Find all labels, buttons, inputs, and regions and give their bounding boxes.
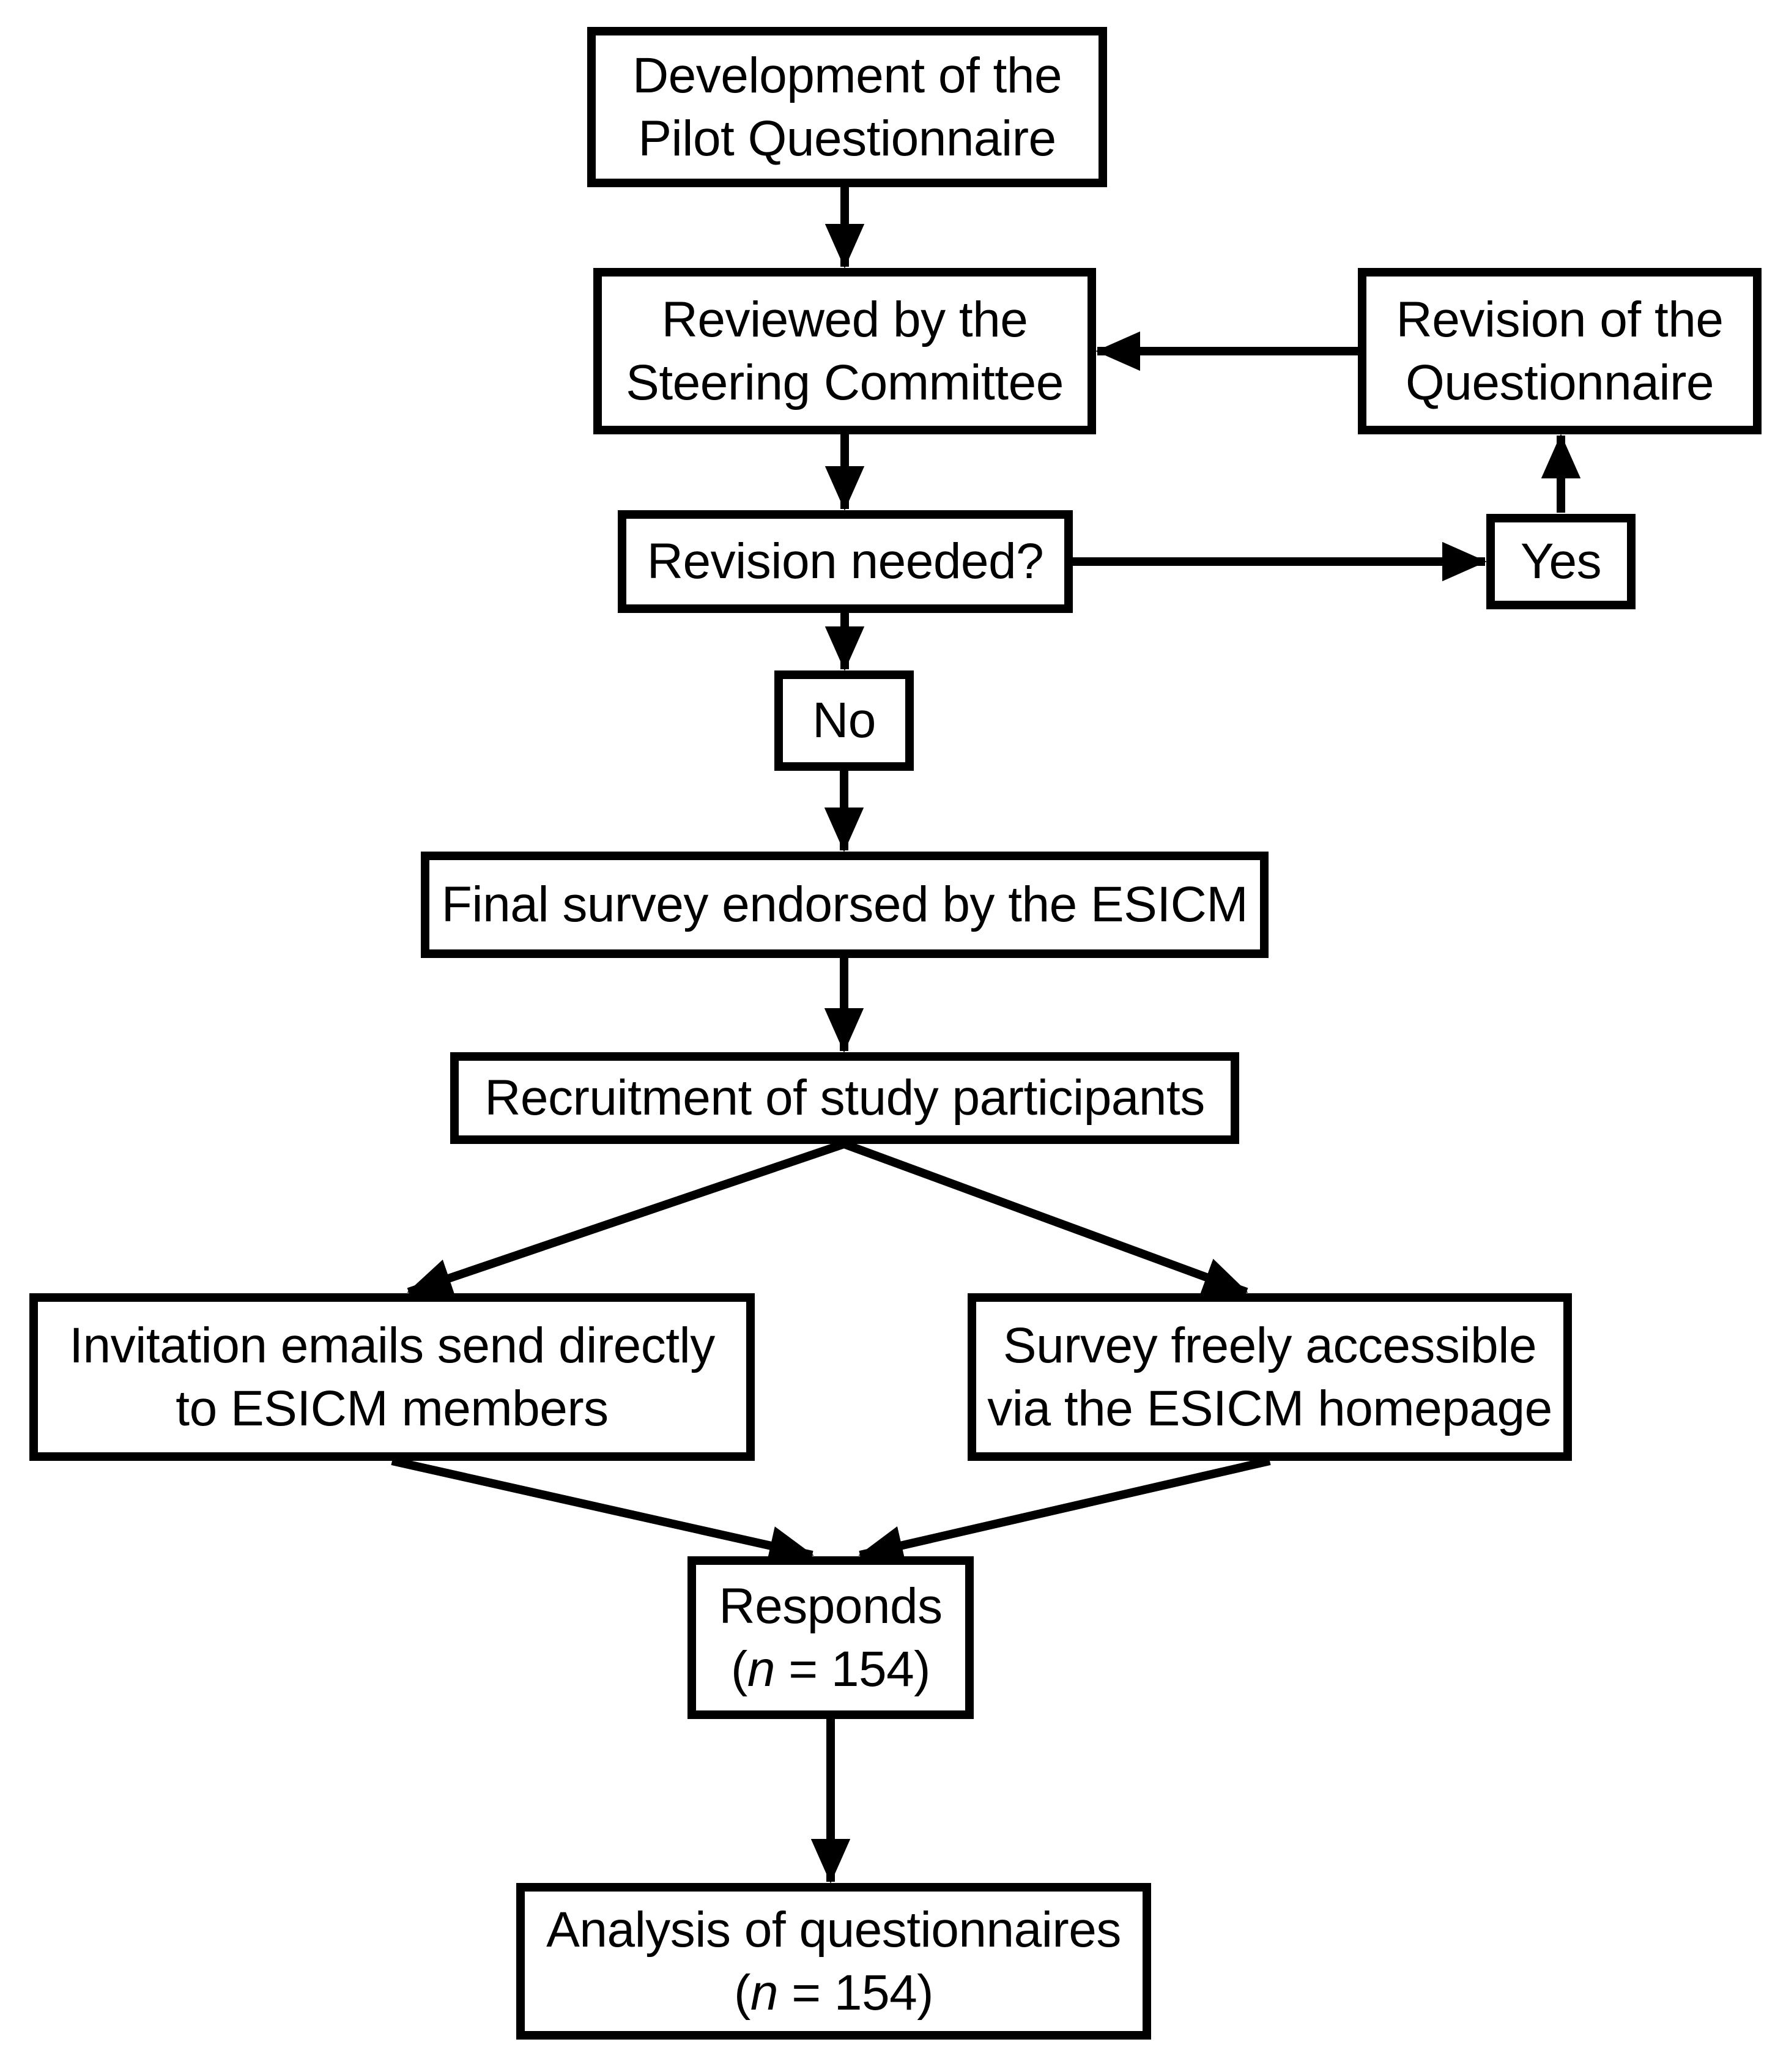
- edge-survey-access-to-responds: [858, 1457, 1271, 1565]
- node-no: No: [774, 670, 914, 771]
- node-responds-count: Responds(n = 154): [687, 1556, 974, 1719]
- node-final-survey-endorsed: Final survey endorsed by the ESICM: [421, 852, 1269, 958]
- node-yes: Yes: [1486, 514, 1636, 609]
- edge-recruitment-to-invitation: [407, 1140, 846, 1297]
- node-analysis-of-questionnaires: Analysis of questionnaires(n = 154): [516, 1883, 1151, 2040]
- node-revision-needed-decision: Revision needed?: [618, 510, 1073, 613]
- edge-invitation-to-responds: [391, 1457, 814, 1565]
- node-recruitment-of-participants: Recruitment of study participants: [450, 1052, 1239, 1144]
- edge-recruitment-to-survey-access: [842, 1140, 1248, 1296]
